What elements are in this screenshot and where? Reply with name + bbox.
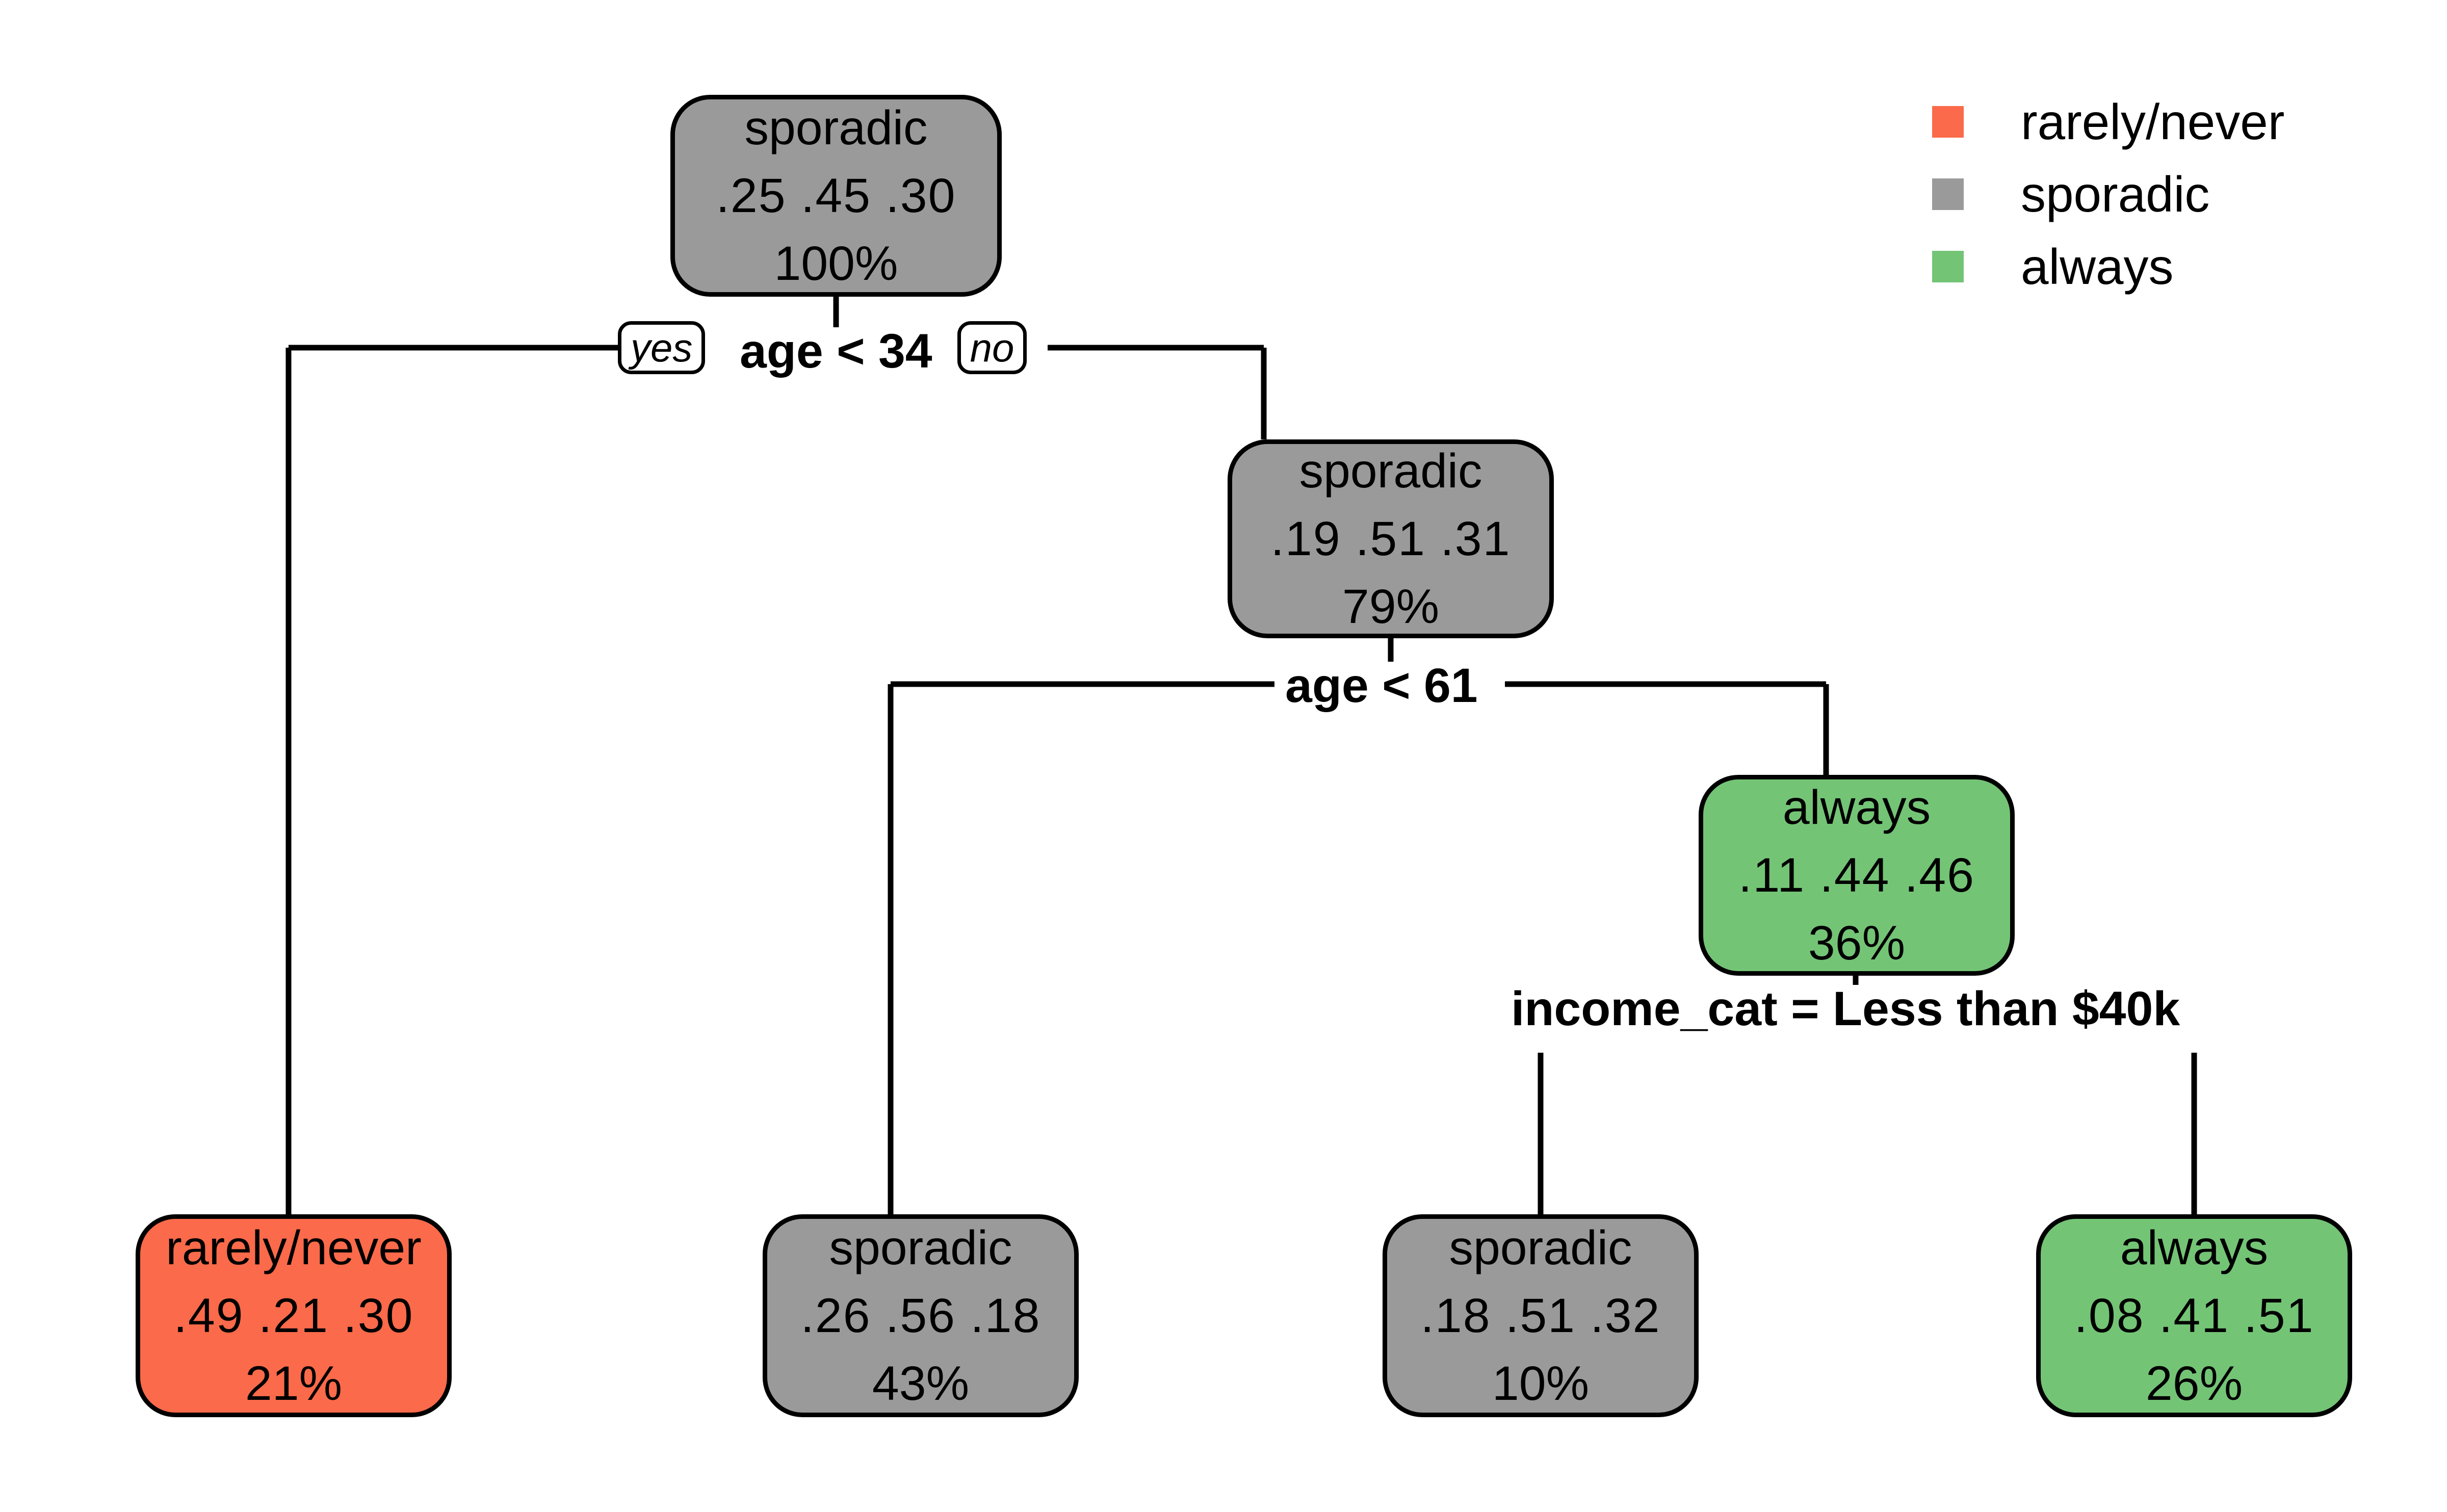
legend-label-always: always bbox=[2021, 239, 2174, 295]
node-probabilities: .26 .56 .18 bbox=[800, 1288, 1041, 1343]
node-percentage: 26% bbox=[2145, 1356, 2243, 1411]
tree-leaf-rarely-never-21[interactable]: rarely/never .49 .21 .30 21% bbox=[136, 1214, 452, 1417]
node-probabilities: .25 .45 .30 bbox=[716, 168, 956, 223]
tree-leaf-sporadic-43[interactable]: sporadic .26 .56 .18 43% bbox=[763, 1214, 1079, 1417]
node-percentage: 43% bbox=[872, 1356, 970, 1411]
node-percentage: 100% bbox=[774, 236, 898, 291]
node-probabilities: .11 .44 .46 bbox=[1738, 848, 1975, 902]
node-percentage: 10% bbox=[1492, 1356, 1590, 1411]
tree-leaf-sporadic-10[interactable]: sporadic .18 .51 .32 10% bbox=[1383, 1214, 1699, 1417]
node-probabilities: .18 .51 .32 bbox=[1420, 1288, 1661, 1343]
legend-item-rarely-never: rarely/never bbox=[1932, 97, 2284, 147]
tree-leaf-always-26[interactable]: always .08 .41 .51 26% bbox=[2036, 1214, 2352, 1417]
legend-label-rarely-never: rarely/never bbox=[2021, 94, 2285, 150]
node-class-label: sporadic bbox=[744, 100, 928, 155]
legend-item-always: always bbox=[1932, 242, 2284, 292]
node-percentage: 79% bbox=[1342, 579, 1440, 634]
legend-swatch-rarely-never bbox=[1932, 106, 1964, 138]
node-percentage: 36% bbox=[1808, 916, 1906, 970]
legend-swatch-always bbox=[1932, 251, 1964, 282]
split-yes-badge: yes bbox=[618, 321, 706, 374]
tree-node-root[interactable]: sporadic .25 .45 .30 100% bbox=[670, 95, 1002, 297]
node-percentage: 21% bbox=[245, 1356, 343, 1411]
node-class-label: sporadic bbox=[829, 1220, 1012, 1275]
legend: rarely/never sporadic always bbox=[1932, 97, 2284, 292]
legend-item-sporadic: sporadic bbox=[1932, 169, 2284, 219]
node-probabilities: .08 .41 .51 bbox=[2074, 1288, 2314, 1343]
node-probabilities: .49 .21 .30 bbox=[173, 1288, 414, 1343]
node-probabilities: .19 .51 .31 bbox=[1270, 511, 1511, 566]
node-class-label: always bbox=[2120, 1220, 2269, 1275]
tree-node-sporadic-79[interactable]: sporadic .19 .51 .31 79% bbox=[1228, 439, 1554, 638]
tree-node-always-36[interactable]: always .11 .44 .46 36% bbox=[1699, 775, 2015, 976]
legend-label-sporadic: sporadic bbox=[2021, 166, 2210, 222]
split-label-age-61: age < 61 bbox=[1278, 662, 1485, 710]
split-label-income-cat: income_cat = Less than $40k bbox=[1504, 985, 2188, 1033]
split-no-badge: no bbox=[957, 321, 1027, 374]
node-class-label: sporadic bbox=[1449, 1220, 1632, 1275]
split-label-age-34: age < 34 bbox=[733, 327, 940, 376]
node-class-label: rarely/never bbox=[166, 1220, 422, 1275]
legend-swatch-sporadic bbox=[1932, 178, 1964, 210]
node-class-label: always bbox=[1782, 780, 1931, 835]
node-class-label: sporadic bbox=[1299, 444, 1482, 498]
